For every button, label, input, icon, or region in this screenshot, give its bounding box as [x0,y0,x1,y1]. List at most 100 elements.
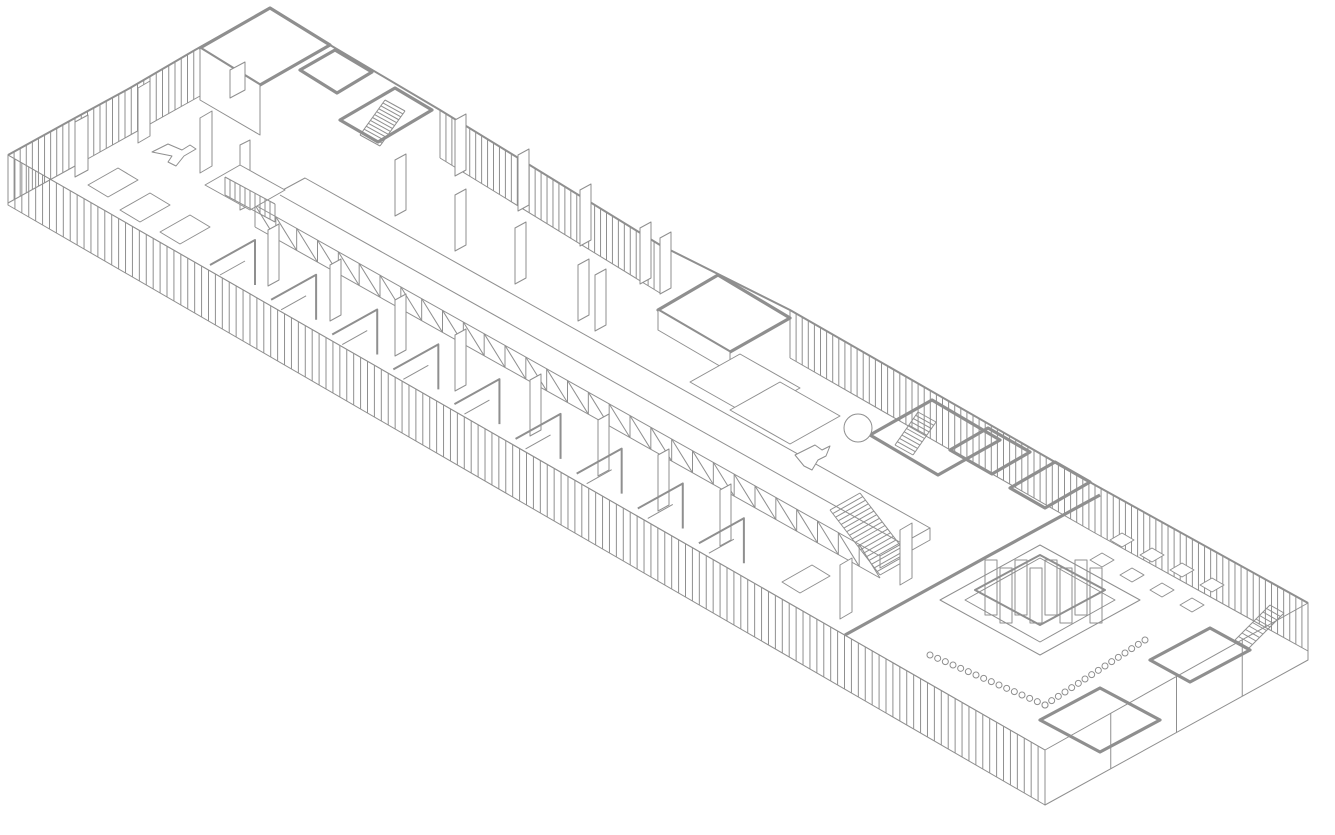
reception-desk [781,564,831,594]
column [454,113,467,177]
dining-table [1109,532,1135,548]
kitchen-block [1038,686,1162,754]
dining-table [1179,597,1205,613]
column [659,231,672,295]
column [899,522,913,586]
truss-diagonal [462,321,485,356]
truss-diagonal [483,333,506,368]
stool [987,678,995,686]
east-service-core [656,273,1092,620]
stair-stringer [379,110,406,147]
restaurant-partition [844,493,1101,637]
stool [1026,694,1034,702]
truss-diagonal [525,356,548,392]
dining-tables [1089,532,1225,613]
stool [1114,653,1122,661]
stool [1074,679,1082,687]
stair-tread [840,507,872,525]
stair-tread [1238,636,1253,645]
east-shaft [948,426,1032,476]
stool [949,661,957,669]
column [394,153,407,217]
truss-diagonal [733,473,756,509]
sofa [87,167,139,198]
stair-tread [1241,632,1257,642]
column [639,221,652,285]
spiral-stair [843,413,873,443]
truss-diagonal [400,286,423,321]
office-partition [515,412,562,459]
stair-tread [913,418,932,430]
bridge-handrail [279,194,906,546]
dining-table [1169,562,1195,578]
stool [1018,691,1026,699]
stool [964,668,972,676]
office-desk [708,538,735,554]
lift-shaft-wall [657,309,731,373]
stair-tread [903,431,923,443]
truss-diagonal [421,298,443,333]
sill [7,165,76,204]
stool [1081,675,1089,683]
dining-table [1089,552,1115,568]
truss-diagonal [567,380,589,415]
back-of-house [1148,626,1252,684]
stair-tread [363,128,385,141]
stair-tread [838,503,869,522]
stair-tread [846,514,877,533]
south-offices [209,239,745,564]
column [329,258,342,322]
stair-tread [1248,625,1264,635]
stair-tread [868,543,900,561]
stair-tread [380,105,402,118]
stool [1003,684,1011,692]
stair-tread [376,111,397,124]
truss-diagonal [504,345,527,380]
bar-frame [974,554,1106,626]
stair-enclosure [338,86,434,144]
stair-tread [863,535,894,554]
office-desk [525,434,551,450]
sofa [159,214,211,245]
column [454,328,467,392]
office-partition [637,482,684,529]
stair-tread [849,517,880,536]
stool [1141,636,1149,644]
sofa [119,192,171,223]
west-stair [224,176,276,223]
stair-tread [1259,615,1274,624]
stair-tread [874,550,905,569]
column [719,483,732,547]
glass-tank [1014,559,1028,616]
bar-stools [926,636,1149,709]
stair-tread [1255,618,1271,628]
stair-tread [843,510,875,529]
glass-tank [999,567,1013,624]
stool [1068,684,1076,692]
office-desk [341,330,368,345]
stair-tread [857,528,889,547]
column [579,183,592,247]
stair-tread [915,414,934,426]
sill [789,357,1096,534]
east-stair [894,411,937,456]
stair-tread [359,134,381,147]
stair-tread [835,499,866,518]
lockers [729,381,841,445]
restaurant-bar [844,493,1285,754]
stair-tread [899,437,918,449]
stair-tread [906,428,925,439]
column [394,293,407,357]
office-partition [209,239,256,285]
stair-tread [1252,622,1267,631]
column [454,188,467,252]
office-desk [647,504,674,519]
office-partition [392,343,440,390]
stool [934,654,942,662]
dining-table [1119,567,1145,583]
truss-diagonal [275,216,298,251]
stool [972,671,980,679]
column [267,223,280,287]
dining-table [1199,577,1225,593]
